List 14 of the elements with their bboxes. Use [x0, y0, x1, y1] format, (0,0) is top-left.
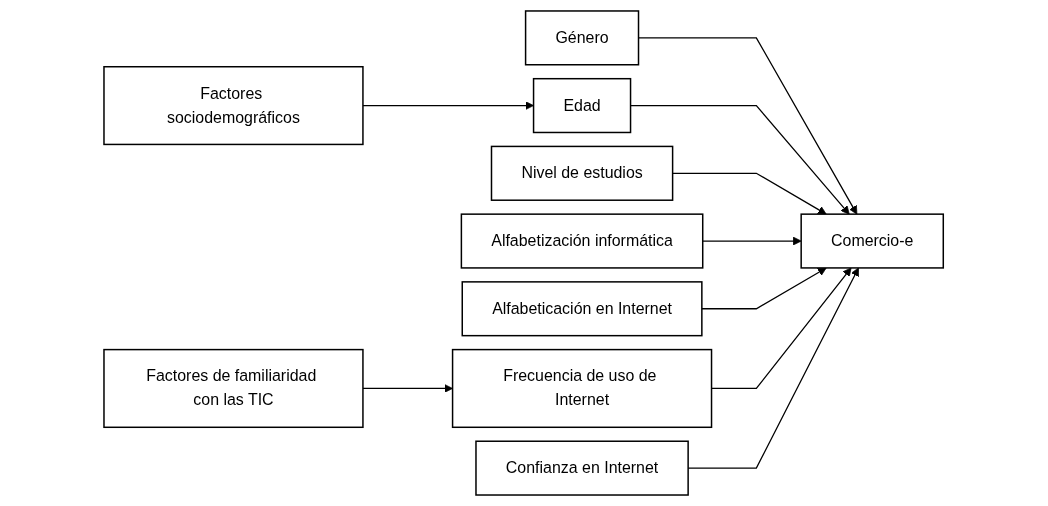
node-box: Comercio-e [800, 213, 945, 269]
node-box: Alfabetización informática [461, 213, 704, 269]
node-box: Confianza en Internet [475, 440, 690, 496]
node-box: Edad [533, 77, 632, 134]
node-box: Frecuencia de uso de Internet [452, 348, 713, 429]
node-box: Nivel de estudios [491, 145, 674, 201]
node-box: Género [525, 10, 640, 66]
node-box: Factores sociodemográficos [103, 66, 365, 146]
arrow [630, 104, 850, 215]
arrow [711, 267, 852, 390]
arrow [638, 37, 858, 215]
node-box: Factores de familiaridad con las TIC [103, 348, 365, 429]
arrow [672, 172, 827, 215]
node-box: Alfabeticación en Internet [461, 281, 703, 337]
